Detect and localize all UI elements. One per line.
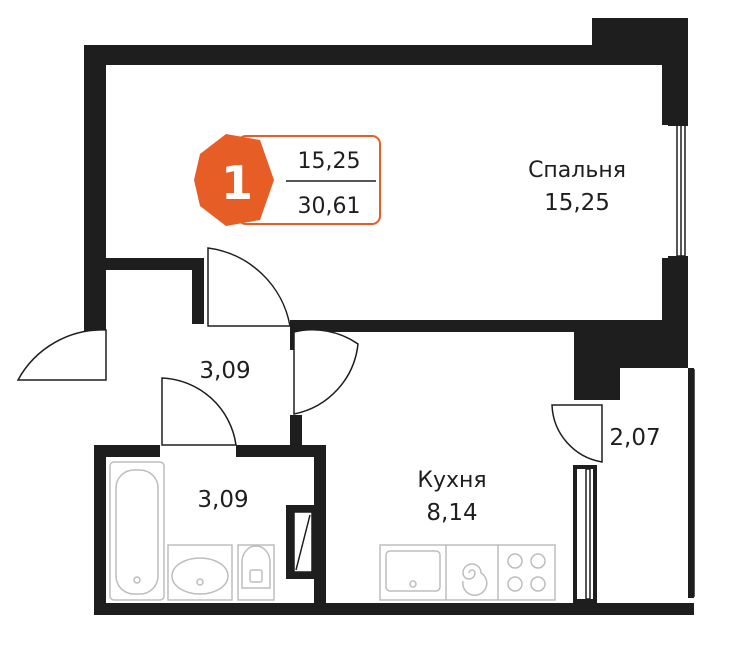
bedroom-name: Спальня bbox=[528, 158, 626, 183]
wall-bedroom-right bbox=[662, 45, 672, 125]
door-bathroom bbox=[161, 377, 237, 446]
kitchen-name: Кухня bbox=[417, 468, 486, 493]
door-entrance bbox=[16, 329, 107, 381]
kitchen-window bbox=[573, 465, 577, 603]
bedroom-area: 15,25 bbox=[544, 190, 610, 216]
toilet bbox=[237, 544, 275, 601]
walls bbox=[84, 18, 694, 615]
badge-rooms-count: 1 bbox=[221, 156, 253, 210]
windows bbox=[293, 123, 695, 600]
wall-top bbox=[84, 45, 664, 65]
window-frame bbox=[668, 120, 688, 124]
balcony-area: 2,07 bbox=[609, 425, 660, 451]
badge-living-area: 15,25 bbox=[298, 149, 361, 174]
kitchen-area: 8,14 bbox=[426, 500, 477, 526]
washing-machine bbox=[462, 563, 488, 596]
door-balcony bbox=[551, 404, 603, 463]
door-kitchen bbox=[293, 329, 359, 415]
balcony-wall bbox=[688, 368, 694, 598]
bathtub bbox=[109, 461, 165, 601]
hall-area: 3,09 bbox=[199, 358, 250, 384]
kitchen-sink bbox=[385, 550, 441, 592]
doors bbox=[16, 247, 603, 463]
bathroom-sink bbox=[167, 544, 233, 601]
wall-bedroom-hall bbox=[106, 258, 196, 270]
door-bedroom bbox=[207, 247, 291, 327]
wall-bottom bbox=[94, 603, 694, 615]
apartment-badge: 1 15,25 30,61 bbox=[194, 134, 381, 226]
badge-total-area: 30,61 bbox=[298, 194, 361, 219]
stove bbox=[507, 553, 546, 592]
badge-rooms-icon bbox=[194, 134, 274, 226]
bathroom-area: 3,09 bbox=[197, 487, 248, 513]
wall-bathroom-left bbox=[94, 445, 106, 615]
wall-left-outer bbox=[84, 45, 106, 345]
